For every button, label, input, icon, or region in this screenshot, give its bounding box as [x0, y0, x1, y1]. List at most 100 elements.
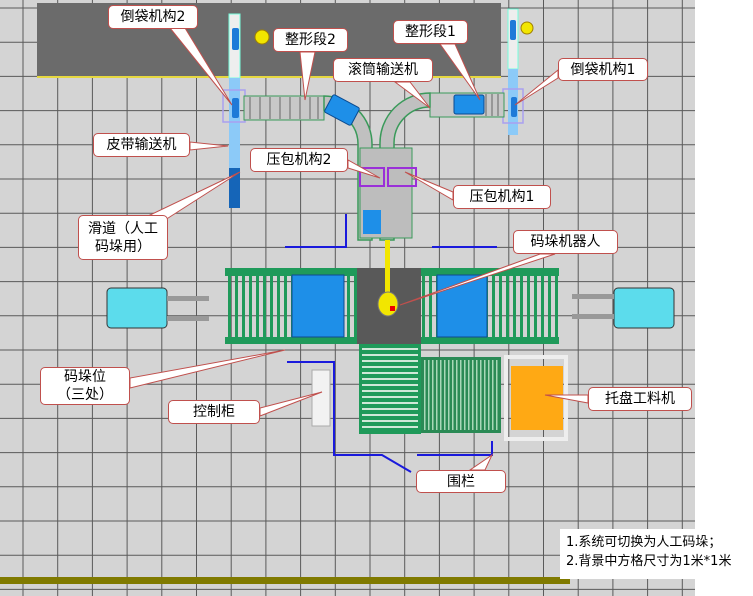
- roller: [277, 276, 280, 337]
- roller: [476, 360, 478, 430]
- stacked-bags-left: [291, 274, 345, 338]
- callout-press-2: 压包机构2: [250, 148, 348, 172]
- callout-pointer: [189, 141, 229, 151]
- roller: [362, 426, 418, 428]
- roller: [235, 276, 238, 337]
- fork: [167, 316, 209, 321]
- callout-pointer: [299, 51, 316, 101]
- roller: [456, 360, 458, 430]
- roller: [429, 276, 432, 337]
- roller: [480, 360, 482, 430]
- callout-fence: 围栏: [416, 470, 506, 493]
- callout-pointers: [129, 27, 589, 471]
- roller: [452, 360, 454, 430]
- note-line: 2.背景中方格尺寸为1米*1米: [566, 554, 732, 569]
- roller: [541, 276, 544, 337]
- callout-belt-conveyor: 皮带输送机: [93, 133, 190, 157]
- roller: [488, 360, 490, 430]
- roller: [527, 276, 530, 337]
- callout-pallet-feeder: 托盘工料机: [588, 387, 692, 411]
- press-mechanism-2: [359, 167, 385, 187]
- robot-marker: [390, 306, 395, 311]
- callout-flip-mechanism-1: 倒袋机构1: [558, 58, 648, 81]
- roller: [354, 276, 357, 337]
- callout-shaping-1: 整形段1: [393, 20, 468, 44]
- roller: [472, 360, 474, 430]
- note-line: 1.系统可切换为人工码垛；: [566, 535, 722, 550]
- control-cabinet: [311, 369, 331, 427]
- roller: [228, 276, 231, 337]
- palletizing-robot: [377, 291, 399, 317]
- fork: [572, 314, 614, 319]
- roller: [362, 390, 418, 392]
- callout-stack-position: 码垛位（三处）: [40, 367, 130, 405]
- notes: 1.系统可切换为人工码垛； 2.背景中方格尺寸为1米*1米: [560, 529, 753, 579]
- stacked-bags-right: [436, 274, 488, 338]
- roller: [242, 276, 245, 337]
- fork: [572, 294, 614, 299]
- bag: [511, 97, 517, 117]
- bag: [363, 210, 381, 234]
- roller: [362, 384, 418, 386]
- roller: [424, 360, 426, 430]
- roller: [492, 276, 495, 337]
- roller: [444, 360, 446, 430]
- roller: [464, 360, 466, 430]
- callout-robot: 码垛机器人: [513, 230, 618, 254]
- belt-conveyor: [229, 78, 240, 170]
- forklift-right: [613, 287, 675, 329]
- roller: [555, 276, 558, 337]
- roller: [362, 372, 418, 374]
- roller: [520, 276, 523, 337]
- callout-pointer: [399, 253, 556, 306]
- roller: [506, 276, 509, 337]
- roller: [484, 360, 486, 430]
- roller: [362, 402, 418, 404]
- roller: [436, 360, 438, 430]
- roller: [362, 348, 418, 350]
- bag: [324, 94, 360, 126]
- callout-press-1: 压包机构1: [453, 185, 551, 209]
- callout-pointer: [347, 159, 381, 179]
- pallet-conveyor: [359, 344, 421, 434]
- roller: [534, 276, 537, 337]
- shaping-section-2: [243, 95, 325, 121]
- robot-arm: [385, 240, 390, 302]
- bag: [232, 28, 239, 50]
- roller: [362, 414, 418, 416]
- roller: [499, 276, 502, 337]
- roller: [362, 354, 418, 356]
- roller: [440, 360, 442, 430]
- roller: [362, 408, 418, 410]
- bag: [453, 94, 485, 115]
- bag: [510, 20, 516, 40]
- roller: [284, 276, 287, 337]
- fork: [167, 296, 209, 301]
- roller: [362, 366, 418, 368]
- roller: [270, 276, 273, 337]
- roller: [362, 396, 418, 398]
- callout-pointer: [393, 81, 431, 109]
- roller: [362, 378, 418, 380]
- callout-roller-conveyor: 滚筒输送机: [333, 58, 433, 82]
- roller: [492, 360, 494, 430]
- callout-chute: 滑道（人工码垛用）: [78, 215, 168, 260]
- roller: [256, 276, 259, 337]
- roller: [347, 276, 350, 337]
- roller: [468, 360, 470, 430]
- roller: [263, 276, 266, 337]
- roller: [432, 360, 434, 430]
- roller: [428, 360, 430, 430]
- roller: [496, 360, 498, 430]
- robot-head-1: [520, 21, 534, 35]
- pallet-feeder: [511, 366, 563, 430]
- forklift-left: [106, 287, 168, 329]
- roller: [362, 420, 418, 422]
- roller: [422, 276, 425, 337]
- roller: [249, 276, 252, 337]
- roller: [513, 276, 516, 337]
- callout-control-cabinet: 控制柜: [168, 400, 260, 424]
- bag: [232, 98, 239, 118]
